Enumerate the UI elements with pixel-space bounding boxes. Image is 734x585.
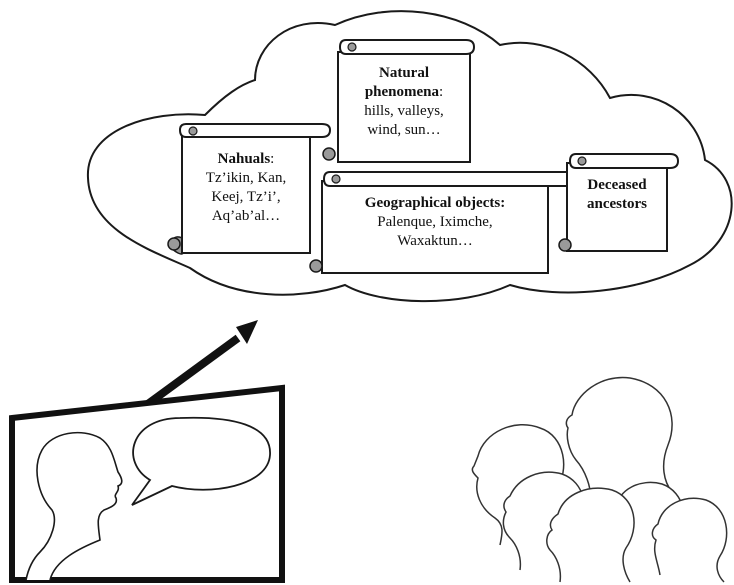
audience-group [471,376,728,583]
ancestors-text: Deceased ancestors [569,176,665,214]
speaker-frame [9,384,285,583]
speech-bubble [131,416,271,506]
nahuals-line: Keej, Tz’i’, [211,189,281,205]
natural-phenomena-text: Natural phenomena: hills, valleys, wind,… [340,64,468,140]
geographical-title: Geographical objects: [364,195,506,211]
nahuals-text: Nahuals: Tz’ikin, Kan, Keej, Tz’i’, Aq’a… [186,150,306,226]
natural-colon: : [439,84,444,100]
natural-title-2: phenomena [364,84,439,100]
ancestors-title-2: ancestors [587,196,647,212]
scroll-geographical-objects [309,171,594,274]
natural-line: hills, valleys, [364,103,444,119]
geographical-line: Palenque, Iximche, [377,214,493,230]
geographical-text: Geographical objects: Palenque, Iximche,… [326,194,544,251]
geographical-line: Waxaktun… [397,233,473,249]
scroll-nahuals [167,123,332,255]
natural-line: wind, sun… [367,122,441,138]
scroll-natural-phenomena [322,39,476,163]
ancestors-title-1: Deceased [587,177,647,193]
audience-head [651,497,728,583]
scroll-deceased-ancestors [558,153,680,252]
nahuals-title: Nahuals [217,151,271,167]
nahuals-line: Tz’ikin, Kan, [205,170,287,186]
audience-head [565,376,673,501]
nahuals-line: Aq’ab’al… [211,208,281,224]
natural-title-1: Natural [379,65,429,81]
audience-head [546,487,635,583]
speaker-silhouette [25,431,123,581]
nahuals-colon: : [270,151,275,167]
